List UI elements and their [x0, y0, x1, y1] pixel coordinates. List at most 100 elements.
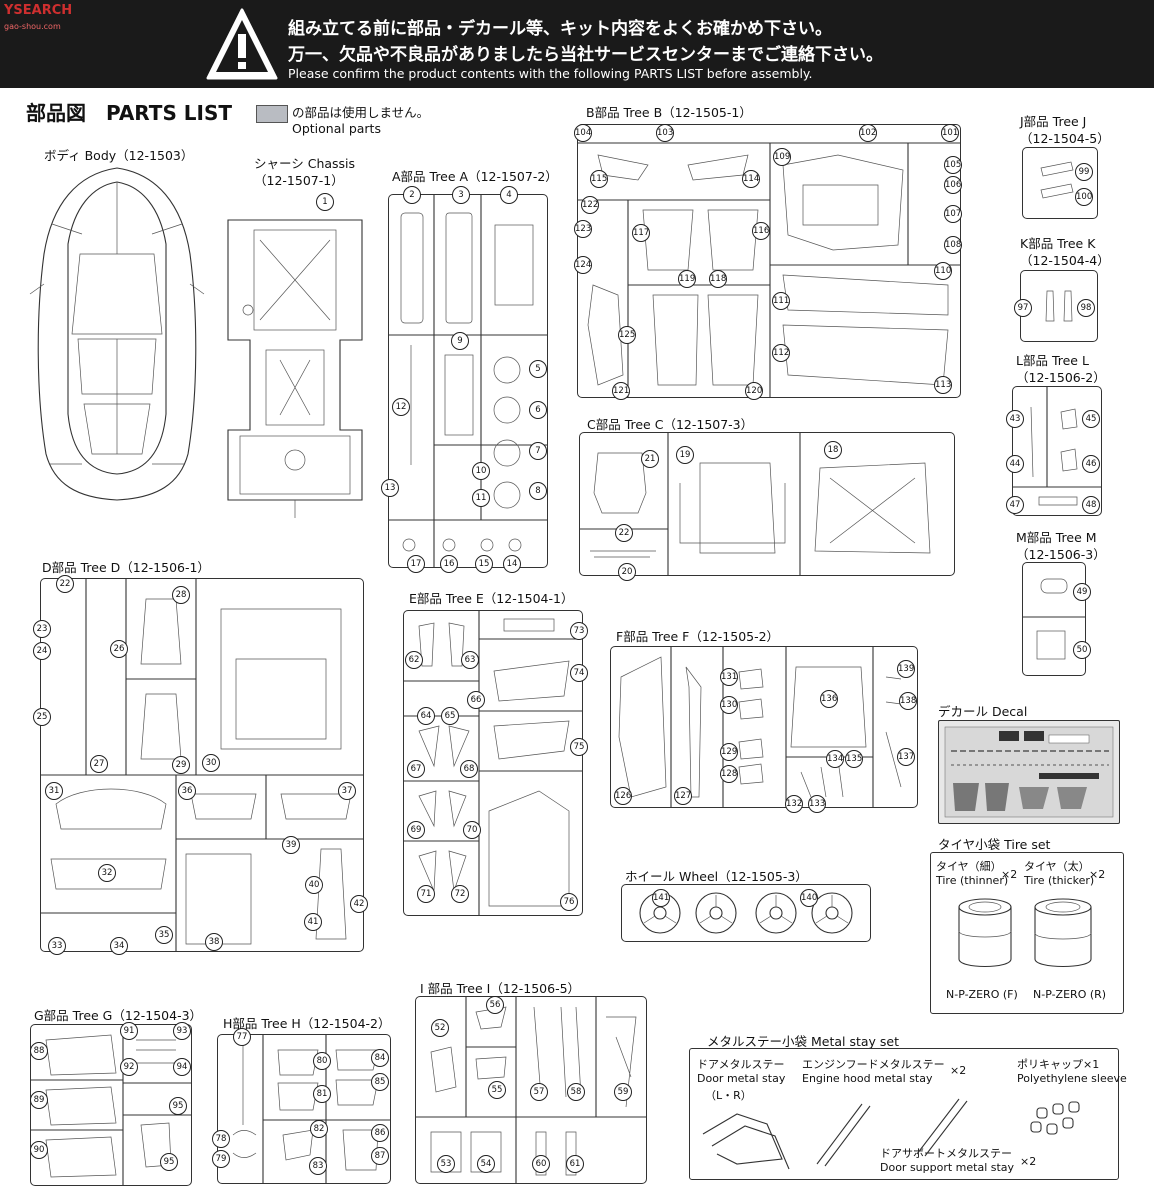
- tree-a-label: A部品 Tree A（12-1507-2）: [392, 169, 558, 184]
- part-number: 70: [463, 821, 481, 839]
- part-number: 44: [1006, 455, 1024, 473]
- watermark: YSEARCH: [4, 3, 73, 18]
- part-number: 135: [845, 750, 863, 768]
- part-number: 15: [475, 555, 493, 573]
- part-number: 18: [824, 441, 842, 459]
- tree-m-panel: [1022, 562, 1086, 676]
- part-number: 62: [405, 651, 423, 669]
- tire-thick-en: Tire (thicker): [1024, 874, 1095, 887]
- chassis-drawing: [227, 219, 363, 518]
- tree-f-label: F部品 Tree F（12-1505-2）: [616, 629, 780, 644]
- part-number: 101: [941, 124, 959, 142]
- part-number: 4: [500, 186, 518, 204]
- tree-m-label-1: M部品 Tree M: [1016, 530, 1097, 545]
- support-stay-jp: ドアサポートメタルステー: [880, 1147, 1012, 1160]
- banner-line-3: Please confirm the product contents with…: [288, 66, 813, 81]
- part-number: 1: [316, 193, 334, 211]
- part-number: 35: [155, 926, 173, 944]
- part-number: 76: [560, 893, 578, 911]
- part-number: 65: [441, 707, 459, 725]
- part-number: 16: [440, 555, 458, 573]
- part-number: 72: [451, 885, 469, 903]
- tire-brand-rear: N-P-ZERO (R): [1033, 988, 1107, 1001]
- part-number: 37: [338, 782, 356, 800]
- tire-set-label: タイヤ小袋 Tire set: [938, 837, 1051, 852]
- part-number: 122: [581, 196, 599, 214]
- tree-m-label-2: （12-1506-3）: [1016, 547, 1106, 562]
- tree-i-label: I 部品 Tree I（12-1506-5）: [420, 981, 581, 996]
- part-number: 125: [618, 326, 636, 344]
- part-number: 26: [110, 640, 128, 658]
- body-label: ボディ Body（12-1503）: [44, 148, 194, 163]
- part-number: 64: [417, 707, 435, 725]
- part-number: 88: [30, 1042, 48, 1060]
- part-number: 54: [477, 1155, 495, 1173]
- part-number: 21: [641, 450, 659, 468]
- part-number: 63: [461, 651, 479, 669]
- part-number: 30: [202, 754, 220, 772]
- part-number: 34: [110, 937, 128, 955]
- part-number: 66: [467, 691, 485, 709]
- part-number: 118: [709, 270, 727, 288]
- part-number: 100: [1075, 188, 1093, 206]
- part-number: 17: [407, 555, 425, 573]
- part-number: 115: [590, 170, 608, 188]
- warning-banner: YSEARCH gao-shou.com 組み立てる前に部品・デカール等、キット…: [0, 0, 1154, 88]
- part-number: 139: [897, 660, 915, 678]
- part-number: 131: [720, 668, 738, 686]
- part-number: 92: [120, 1058, 138, 1076]
- part-number: 52: [431, 1019, 449, 1037]
- part-number: 90: [30, 1141, 48, 1159]
- part-number: 9: [451, 332, 469, 350]
- tree-a-panel: [388, 194, 548, 568]
- part-number: 89: [30, 1091, 48, 1109]
- part-number: 112: [772, 344, 790, 362]
- part-number: 6: [529, 401, 547, 419]
- tree-e-panel: [403, 610, 583, 916]
- warning-triangle-icon: [206, 8, 278, 80]
- part-number: 47: [1006, 496, 1024, 514]
- tree-k-label-2: （12-1504-4）: [1020, 253, 1110, 268]
- tree-h-label: H部品 Tree H（12-1504-2）: [223, 1016, 391, 1031]
- part-number: 36: [178, 782, 196, 800]
- part-number: 46: [1082, 455, 1100, 473]
- part-number: 13: [381, 479, 399, 497]
- part-number: 29: [172, 756, 190, 774]
- part-number: 42: [350, 895, 368, 913]
- part-number: 121: [612, 382, 630, 400]
- part-number: 73: [570, 622, 588, 640]
- part-number: 108: [944, 236, 962, 254]
- door-stay-en: Door metal stay: [697, 1072, 786, 1085]
- part-number: 3: [452, 186, 470, 204]
- part-number: 132: [785, 795, 803, 813]
- tree-l-panel: [1012, 386, 1102, 516]
- support-stay-en: Door support metal stay: [880, 1161, 1015, 1174]
- optional-color-swatch: [256, 105, 288, 123]
- part-number: 50: [1073, 641, 1091, 659]
- tree-g-label: G部品 Tree G（12-1504-3）: [34, 1008, 203, 1023]
- part-number: 7: [529, 442, 547, 460]
- part-number: 49: [1073, 583, 1091, 601]
- part-number: 22: [56, 575, 74, 593]
- tire-drawing: [958, 898, 1092, 967]
- part-number: 93: [173, 1022, 191, 1040]
- part-number: 28: [172, 586, 190, 604]
- part-number: 68: [460, 760, 478, 778]
- part-number: 106: [944, 176, 962, 194]
- part-number: 2: [403, 186, 421, 204]
- part-number: 80: [313, 1052, 331, 1070]
- banner-line-1: 組み立てる前に部品・デカール等、キット内容をよくお確かめ下さい。: [288, 19, 832, 39]
- part-number: 22: [615, 524, 633, 542]
- part-number: 94: [173, 1058, 191, 1076]
- part-number: 86: [371, 1124, 389, 1142]
- chassis-label-1: シャーシ Chassis: [254, 156, 356, 171]
- part-number: 123: [574, 220, 592, 238]
- part-number: 124: [574, 256, 592, 274]
- part-number: 128: [720, 765, 738, 783]
- part-number: 71: [417, 885, 435, 903]
- part-number: 127: [674, 787, 692, 805]
- part-number: 56: [486, 996, 504, 1014]
- optional-note-jp: の部品は使用しません。: [292, 105, 430, 120]
- part-number: 82: [310, 1120, 328, 1138]
- part-number: 107: [944, 205, 962, 223]
